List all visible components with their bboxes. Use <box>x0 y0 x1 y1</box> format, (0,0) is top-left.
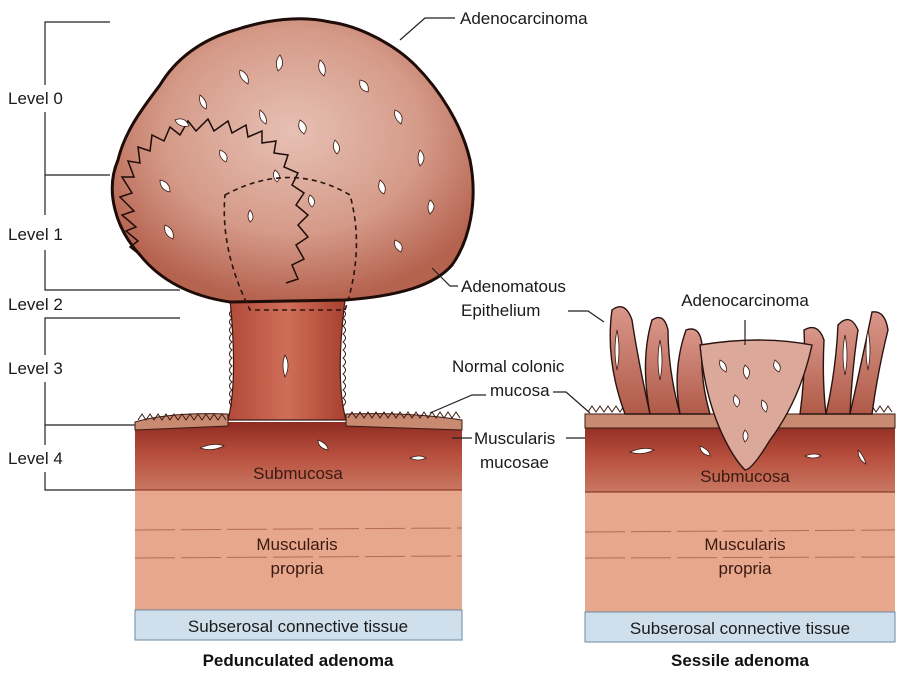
adenocarcinoma-label-right: Adenocarcinoma <box>681 291 809 310</box>
level-4-label: Level 4 <box>8 449 63 468</box>
level-0-label: Level 0 <box>8 89 63 108</box>
adenomatous-label-2: Epithelium <box>461 301 540 320</box>
level-1-label: Level 1 <box>8 225 63 244</box>
adenocarcinoma-label-left: Adenocarcinoma <box>460 9 588 28</box>
muscularis-mucosae-label-1: Muscularis <box>474 429 555 448</box>
pedunculated-adenoma: Submucosa Muscularis propria Subserosal … <box>112 9 604 670</box>
subserosal-label: Subserosal connective tissue <box>188 617 408 636</box>
normal-mucosa-label-1: Normal colonic <box>452 357 565 376</box>
level-2-label: Level 2 <box>8 295 63 314</box>
sessile-subserosal-label: Subserosal connective tissue <box>630 619 850 638</box>
normal-mucosa-label-2: mucosa <box>490 381 550 400</box>
level-3-label: Level 3 <box>8 359 63 378</box>
sessile-muscularis-propria-label-1: Muscularis <box>704 535 785 554</box>
sessile-adenoma: Adenocarcinoma Submucosa Muscularis prop… <box>585 291 895 670</box>
muscularis-mucosae-label-2: mucosae <box>480 453 549 472</box>
muscularis-propria-label-2: propria <box>271 559 324 578</box>
pedunculated-title: Pedunculated adenoma <box>203 651 394 670</box>
submucosa-label: Submucosa <box>253 464 343 483</box>
sessile-title: Sessile adenoma <box>671 651 810 670</box>
adenomatous-label-1: Adenomatous <box>461 277 566 296</box>
muscularis-propria-label-1: Muscularis <box>256 535 337 554</box>
sessile-villus-2 <box>645 318 680 414</box>
sessile-muscularis-propria-label-2: propria <box>719 559 772 578</box>
sessile-submucosa-label: Submucosa <box>700 467 790 486</box>
